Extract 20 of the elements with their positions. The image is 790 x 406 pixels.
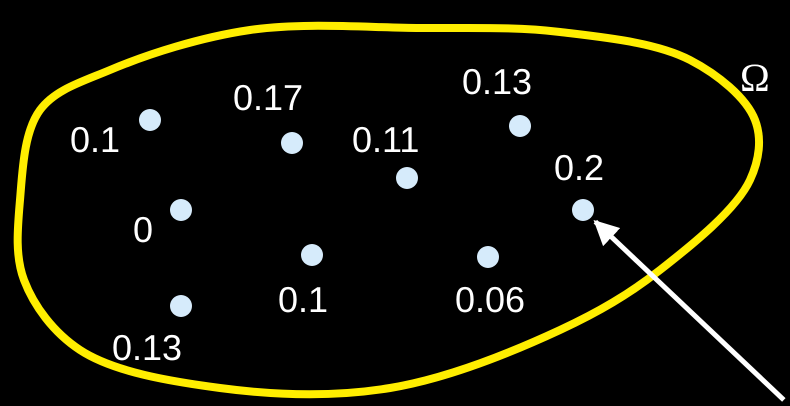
value-label: 0 bbox=[133, 212, 154, 248]
data-point bbox=[509, 115, 531, 137]
data-point bbox=[301, 244, 323, 266]
value-label: 0.13 bbox=[112, 330, 182, 366]
arrow bbox=[594, 220, 786, 402]
data-point bbox=[281, 132, 303, 154]
value-label: 0.13 bbox=[462, 64, 532, 100]
value-label: 0.1 bbox=[70, 122, 120, 158]
value-label: 0.11 bbox=[352, 122, 420, 158]
data-point bbox=[170, 199, 192, 221]
data-point bbox=[572, 199, 594, 221]
value-label: 0.06 bbox=[455, 282, 526, 318]
data-point bbox=[396, 167, 418, 189]
data-point bbox=[477, 246, 499, 268]
value-label: 0.17 bbox=[233, 80, 304, 116]
value-label: 0.1 bbox=[278, 282, 328, 318]
data-point bbox=[139, 109, 161, 131]
value-label: 0.2 bbox=[554, 150, 604, 186]
set-label: Ω bbox=[740, 58, 770, 98]
data-point bbox=[170, 295, 192, 317]
